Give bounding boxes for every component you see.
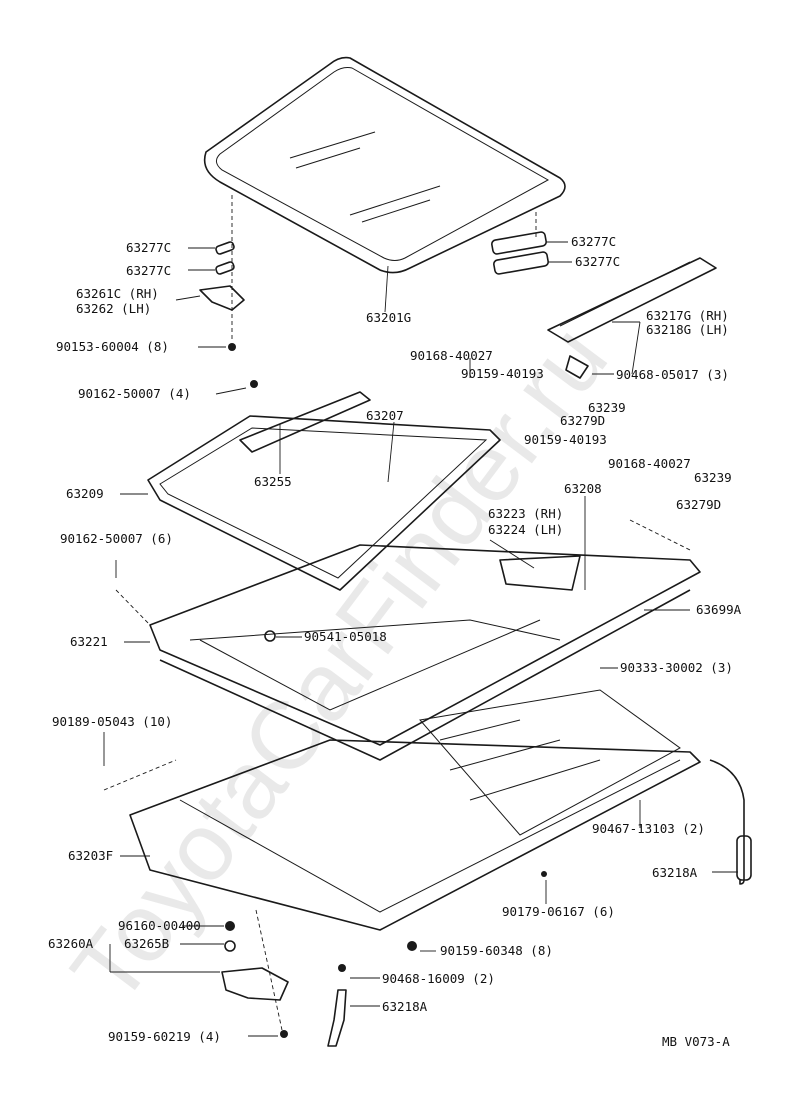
label-63279d-b: 63279D — [676, 497, 721, 512]
label-63699a: 63699A — [696, 602, 742, 617]
glass-panel — [203, 56, 566, 340]
label-90468-05017: 90468-05017 (3) — [616, 367, 729, 382]
part-labels: 63277C 63277C 63261C (RH) 63262 (LH) 901… — [48, 234, 742, 1049]
label-63260a: 63260A — [48, 936, 94, 951]
label-90153-60004: 90153-60004 (8) — [56, 339, 169, 354]
label-90159-60348: 90159-60348 (8) — [440, 943, 553, 958]
label-63218a-right: 63218A — [652, 865, 698, 880]
label-63255: 63255 — [254, 474, 292, 489]
label-63209: 63209 — [66, 486, 104, 501]
label-96160-00400: 96160-00400 — [118, 918, 201, 933]
glass-clips-left — [199, 241, 245, 351]
label-63277c-b: 63277C — [126, 263, 171, 278]
label-63207: 63207 — [366, 408, 404, 423]
label-63218g: 63218G (LH) — [646, 322, 729, 337]
label-90162-50007-b: 90162-50007 (6) — [60, 531, 173, 546]
label-63203f: 63203F — [68, 848, 113, 863]
sunshade-frame — [147, 380, 501, 591]
label-90179-06167: 90179-06167 (6) — [502, 904, 615, 919]
label-90159-60219: 90159-60219 (4) — [108, 1029, 221, 1044]
sunroof-base — [129, 689, 701, 951]
label-90159-40193-b: 90159-40193 — [524, 432, 607, 447]
label-63279d-a: 63279D — [560, 413, 605, 428]
label-63277c-d: 63277C — [575, 254, 620, 269]
label-63217g: 63217G (RH) — [646, 308, 729, 323]
drain-hoses — [327, 759, 752, 1047]
label-63265b: 63265B — [124, 936, 169, 951]
label-90189-05043: 90189-05043 (10) — [52, 714, 172, 729]
glass-clips-right — [491, 231, 549, 275]
label-90468-16009: 90468-16009 (2) — [382, 971, 495, 986]
label-63277c-a: 63277C — [126, 240, 171, 255]
sunroof-motor — [221, 921, 289, 1038]
label-63224: 63224 (LH) — [488, 522, 563, 537]
label-63223: 63223 (RH) — [488, 506, 563, 521]
label-90541-05018: 90541-05018 — [304, 629, 387, 644]
sunroof-housing — [149, 544, 701, 761]
label-63262: 63262 (LH) — [76, 301, 151, 316]
label-63221: 63221 — [70, 634, 108, 649]
sunshade-rail — [547, 257, 717, 379]
label-90168-40027-b: 90168-40027 — [608, 456, 691, 471]
label-90159-40193-a: 90159-40193 — [461, 366, 544, 381]
label-90333-30002: 90333-30002 (3) — [620, 660, 733, 675]
label-63201g: 63201G — [366, 310, 411, 325]
label-90168-40027-a: 90168-40027 — [410, 348, 493, 363]
label-63208: 63208 — [564, 481, 602, 496]
label-90467-13103: 90467-13103 (2) — [592, 821, 705, 836]
label-90162-50007-a: 90162-50007 (4) — [78, 386, 191, 401]
label-63239-b: 63239 — [694, 470, 732, 485]
label-63239-a: 63239 — [588, 400, 626, 415]
label-63218a-bottom: 63218A — [382, 999, 428, 1014]
label-63277c-c: 63277C — [571, 234, 616, 249]
diagram-code: MB V073-A — [662, 1034, 730, 1049]
leader-lines — [103, 241, 738, 1037]
label-63261c: 63261C (RH) — [76, 286, 159, 301]
